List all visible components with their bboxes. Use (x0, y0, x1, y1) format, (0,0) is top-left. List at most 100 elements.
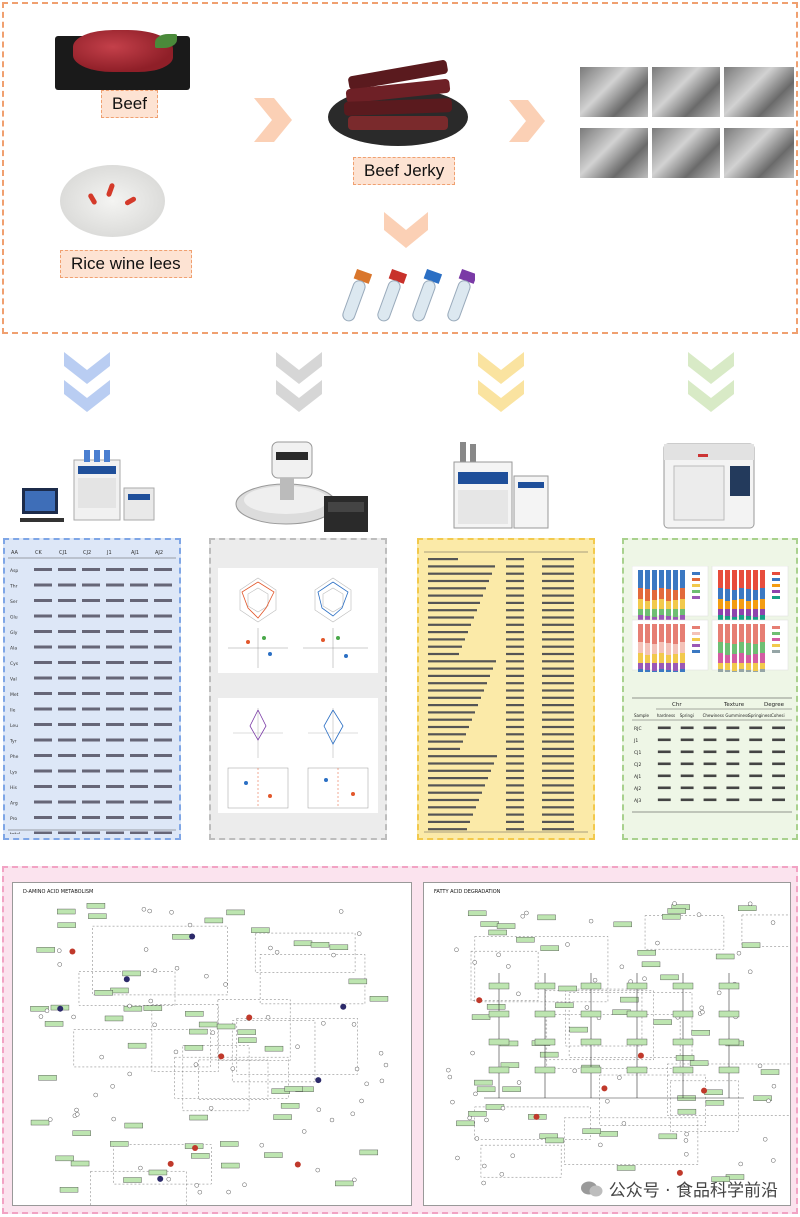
chart-bar (645, 616, 650, 622)
table-row-label: Cys (10, 661, 19, 667)
test-tubes-icon (342, 268, 475, 322)
table-cell (428, 638, 465, 641)
table-header: Degree (764, 702, 785, 708)
chart-bar (725, 655, 730, 663)
enzyme-box (502, 1086, 521, 1092)
compound-node (592, 977, 598, 983)
table-cell (506, 755, 524, 758)
enzyme-box (672, 1066, 694, 1074)
table-cell (428, 587, 486, 590)
table-cell (542, 828, 574, 831)
chart-bar (673, 600, 678, 609)
chart-bar (746, 589, 751, 601)
table-cell (106, 614, 124, 618)
compound-node (510, 1153, 515, 1158)
table-header: AA (11, 550, 19, 556)
chart-bar (680, 642, 685, 653)
compound-node (123, 976, 130, 983)
table-cell (506, 660, 524, 663)
table-cell (506, 558, 524, 561)
table-cell (542, 820, 574, 823)
table-cell (749, 798, 763, 802)
chart-bar (652, 671, 657, 672)
pathway-link (151, 1004, 219, 1073)
enzyme-box (359, 1149, 379, 1156)
beef-jerky-label: Beef Jerky (353, 157, 456, 185)
table-row-label: Phe (10, 754, 19, 760)
enzyme-box (641, 961, 661, 968)
chart-bar (680, 588, 685, 599)
table-cell (130, 816, 148, 819)
table-header: CK (35, 550, 42, 556)
compound-node (736, 951, 742, 956)
table-header: J1 (106, 550, 112, 556)
legend-swatch (692, 632, 700, 635)
compound-node (167, 1160, 174, 1167)
chart-bar (746, 609, 751, 616)
table-cell (542, 579, 574, 583)
chart-bar (680, 624, 685, 642)
enzyme-box (718, 1010, 740, 1018)
enzyme-box (70, 1160, 90, 1167)
table-cell (130, 769, 148, 773)
table-cell (542, 747, 574, 750)
table-cell (34, 816, 52, 819)
enzyme-box (677, 1108, 697, 1115)
table-cell (506, 609, 524, 612)
map-title: D-AMINO ACID METABOLISM (23, 889, 94, 895)
legend-swatch (692, 596, 700, 599)
enzyme-box (124, 1122, 143, 1129)
enzyme-box (558, 985, 577, 992)
chart-bar (753, 590, 758, 600)
table-header: AJ2 (155, 550, 163, 556)
table-cell (726, 774, 740, 778)
compound-node (642, 976, 647, 981)
table-cell (106, 769, 124, 773)
pathway-link (217, 999, 291, 1061)
compound-node (204, 973, 209, 979)
table-cell (542, 565, 574, 568)
chart-bar (652, 663, 657, 671)
chart-bar (645, 670, 650, 672)
table-header: Cohesi (771, 713, 784, 718)
chart-bar (645, 624, 650, 643)
table-row-label: Val (10, 677, 17, 683)
chart-bar (673, 624, 678, 644)
chart-bar (732, 663, 737, 671)
compound-node (321, 1021, 326, 1026)
chart-bar (739, 653, 744, 663)
table-cell (154, 583, 172, 587)
table-cell (428, 565, 495, 568)
compound-node (476, 997, 483, 1004)
sem-image (652, 67, 720, 117)
table-cell (542, 638, 574, 641)
table-cell (428, 740, 463, 743)
sequencer-image (663, 443, 755, 529)
table-cell (749, 750, 763, 754)
enzyme-box (662, 913, 681, 920)
table-cell (542, 689, 574, 692)
table-cell (657, 726, 671, 730)
table-row-label: AJ2 (634, 786, 641, 792)
chart-bar (753, 609, 758, 617)
enzyme-box (86, 903, 106, 909)
table-cell (726, 762, 740, 766)
table-cell (58, 831, 76, 834)
pathway-link (236, 1018, 358, 1075)
pathway-link (470, 950, 539, 1001)
pathway-link (198, 1059, 269, 1100)
compound-node (747, 901, 753, 906)
chart-bar (718, 588, 723, 599)
enzyme-box (123, 1177, 142, 1183)
chart-bar (739, 615, 744, 620)
enzyme-box (488, 1010, 510, 1018)
table-cell (680, 786, 694, 790)
beef-label: Beef (101, 90, 158, 118)
enzyme-box (216, 1023, 236, 1030)
table-row-label: RJC (634, 726, 642, 732)
table-cell (34, 707, 52, 711)
chart-bar (645, 655, 650, 663)
chart-bar (666, 624, 671, 643)
chart-bar (659, 653, 664, 663)
